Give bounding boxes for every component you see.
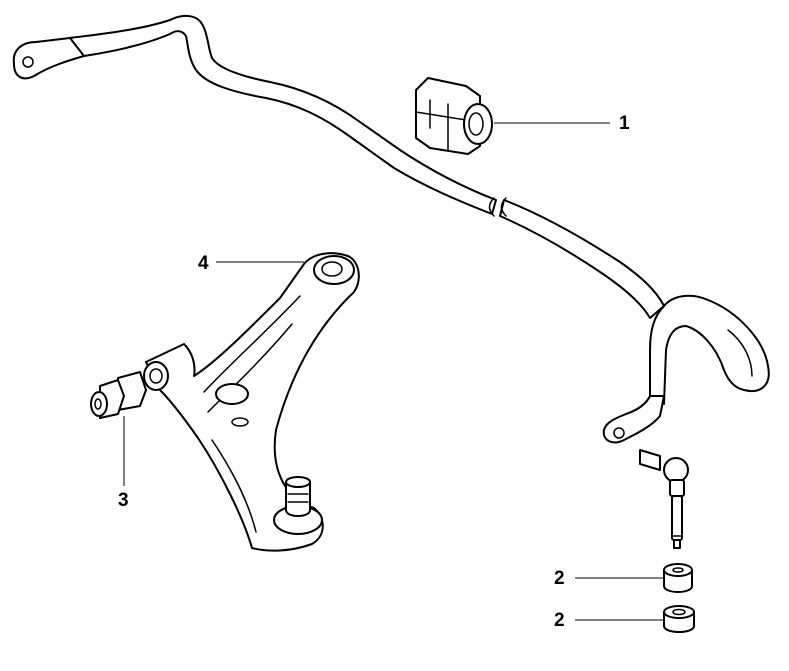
callout-1: 1 [619, 113, 630, 134]
stabilizer-bushing [415, 77, 493, 155]
control-arm [143, 252, 360, 552]
callout-2-lower: 2 [554, 610, 565, 631]
link-washer-upper [663, 563, 693, 593]
callout-3: 3 [118, 490, 129, 511]
stabilizer-bar [12, 14, 770, 444]
callout-4: 4 [198, 253, 209, 274]
callout-2-upper: 2 [554, 568, 565, 589]
arm-rear-bushing [90, 371, 147, 419]
link-washer-lower [663, 605, 695, 633]
stabilizer-link [639, 449, 689, 549]
